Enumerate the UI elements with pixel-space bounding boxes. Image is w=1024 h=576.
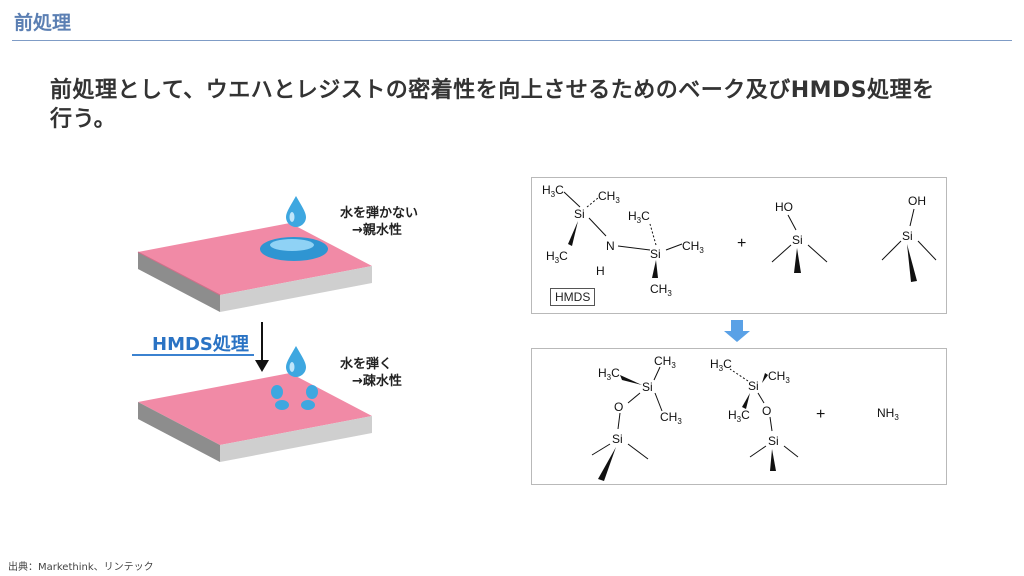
chem-label: NH3 [877,406,899,422]
chem-label: Si [792,233,803,247]
chem-label: Si [642,380,653,394]
chem-label: HO [775,200,793,214]
water-drop-icon [286,196,306,227]
chem-label: Si [650,247,661,261]
title-divider [12,40,1012,41]
hmds-process-underline [132,354,254,356]
hmds-process-label: HMDS処理 [152,334,249,355]
water-bead [271,385,283,399]
water-drop-shine [289,212,295,222]
process-arrow-head [255,360,269,372]
water-drop-icon [286,346,306,377]
chem-label: H3C [628,209,650,225]
products-structures: CH3 H3C Si CH3 O Si H3C CH3 Si H3C O [591,354,899,481]
reaction-arrow-head [724,331,750,342]
chem-label: CH3 [650,282,672,298]
chem-label: H3C [728,408,750,424]
water-bead [301,400,315,410]
slide-title: 前処理 [14,12,72,34]
chem-label: H [596,264,605,278]
water-puddle-highlight [270,239,314,251]
wafer-bottom-front-side [220,416,372,462]
chem-label: CH3 [682,239,704,255]
wafer-bottom-left-side [138,402,220,462]
headline-text: 前処理として、ウエハとレジストの密着性を向上させるためのベーク及びHMDS処理を… [50,78,935,132]
reaction-arrow-shaft [731,320,743,332]
chem-label: OH [908,194,926,208]
chem-label: H3C [598,366,620,382]
wafer-bottom-treated [138,373,372,462]
chem-label: Si [612,432,623,446]
chem-label: Si [768,434,779,448]
top-label-line1: 水を弾かない [340,206,419,221]
wafer-top-left-side [138,252,220,312]
chem-label: O [762,404,771,418]
water-bead [275,400,289,410]
chem-label: Si [748,379,759,393]
wafer-top-untreated [137,223,372,312]
plus-sign: + [737,235,746,252]
hmds-tag: HMDS [550,288,596,306]
chem-label: CH3 [598,189,620,205]
bottom-label-line1: 水を弾く [340,357,393,372]
source-citation: 出典：Markethink、リンテック [8,562,154,573]
top-label-line2: →親水性 [352,223,402,238]
chem-label: N [606,239,615,253]
chem-label: O [614,400,623,414]
chem-label: H3C [710,357,732,373]
chem-label: CH3 [768,369,790,385]
chem-label: CH3 [654,354,676,370]
chem-label: Si [574,207,585,221]
water-bead [306,385,318,399]
chem-label: H3C [542,183,564,199]
bottom-label-line2: →疎水性 [352,374,402,389]
reactants-structures: H3C CH3 Si H3C N H Si H3C CH3 CH3 + HO S… [542,183,937,298]
chem-label: Si [902,229,913,243]
reactants-panel: H3C CH3 Si H3C N H Si H3C CH3 CH3 + HO S… [531,177,947,314]
plus-sign: + [816,406,825,423]
products-panel: CH3 H3C Si CH3 O Si H3C CH3 Si H3C O [531,348,947,485]
chem-label: H3C [546,249,568,265]
water-drop-shine [289,362,295,372]
wafer-top-edge [137,251,221,296]
wafer-top-front-side [220,266,372,312]
chem-label: CH3 [660,410,682,426]
